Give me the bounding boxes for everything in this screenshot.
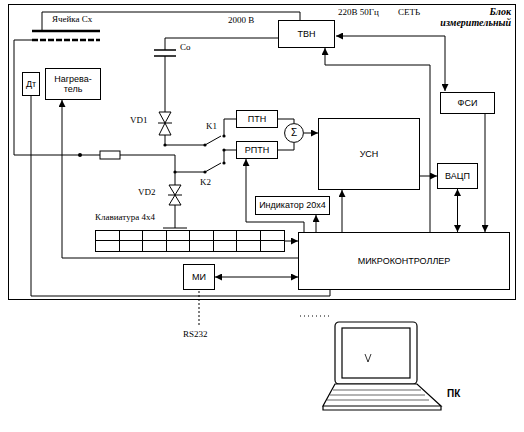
node-text: УСН bbox=[360, 149, 379, 159]
signal-connector bbox=[304, 133, 318, 134]
display-box: Индикатор 20х4 bbox=[255, 196, 330, 215]
key-cell bbox=[143, 241, 167, 251]
adc-box: ВАЦП bbox=[437, 163, 478, 189]
node-text: ФСИ bbox=[458, 98, 478, 108]
node-text: Нагрева- тель bbox=[48, 74, 98, 95]
signal-connector bbox=[457, 189, 458, 232]
node-text: ВАЦП bbox=[445, 171, 470, 181]
signal-connector bbox=[342, 190, 343, 232]
keypad-keys bbox=[95, 230, 285, 252]
cell-label: Ячейка Сх bbox=[52, 15, 92, 25]
signal-connector bbox=[215, 277, 298, 278]
signal-connector bbox=[31, 96, 330, 296]
key-cell bbox=[120, 231, 144, 241]
key-cell bbox=[237, 241, 261, 251]
key-cell bbox=[167, 231, 191, 241]
key-cell bbox=[120, 241, 144, 251]
node-text: Σ bbox=[291, 127, 297, 139]
key-cell bbox=[214, 241, 238, 251]
node-text: Индикатор 20х4 bbox=[259, 200, 326, 210]
voltage-label: 2000 В bbox=[228, 16, 254, 26]
key-cell bbox=[261, 231, 285, 241]
capacitor-label: Cо bbox=[180, 43, 191, 53]
laptop-drawing bbox=[315, 318, 475, 418]
diode-label: VD2 bbox=[138, 188, 156, 198]
keypad-grid: Клавиатура 4х4 bbox=[95, 210, 285, 252]
key-cell bbox=[214, 231, 238, 241]
node-text: Клавиатура 4х4 bbox=[95, 212, 155, 222]
signal-connector bbox=[316, 215, 317, 232]
signal-connector bbox=[62, 100, 298, 258]
node-text: ПК bbox=[447, 388, 460, 399]
key-cell bbox=[96, 231, 120, 241]
mains-label: 220В 50Гц bbox=[338, 8, 379, 18]
relay-label: K1 bbox=[206, 122, 217, 132]
hv-transformer-box: ТВН bbox=[278, 20, 335, 48]
microcontroller-box: МИКРОКОНТРОЛЛЕР bbox=[298, 232, 510, 290]
key-cell bbox=[237, 231, 261, 241]
signal-connector bbox=[278, 143, 294, 150]
interface-box: МИ bbox=[183, 264, 215, 290]
key-cell bbox=[190, 231, 214, 241]
mains-label: СЕТЬ bbox=[398, 8, 420, 18]
node-text: ТВН bbox=[298, 29, 316, 39]
node-text: Дт bbox=[26, 79, 36, 89]
node-text: МИ bbox=[192, 272, 206, 282]
diode-label: VD1 bbox=[130, 116, 148, 126]
key-cell bbox=[167, 241, 191, 251]
amplifier-box: УСН bbox=[318, 118, 420, 190]
key-cell bbox=[96, 241, 120, 251]
key-cell bbox=[143, 231, 167, 241]
pulse-shaper-box: ФСИ bbox=[440, 92, 495, 114]
signal-connector bbox=[420, 176, 437, 177]
measuring-unit-frame: Блок измерительныйДт Нагрева- тель ТВН ФСИ П… bbox=[8, 4, 516, 300]
heater-box: Нагрева- тель bbox=[45, 68, 101, 100]
computer-laptop: ПК bbox=[315, 318, 475, 418]
signal-connector bbox=[285, 241, 298, 242]
voltage-converter-box: ПТН bbox=[236, 110, 278, 128]
summator-circle: Σ bbox=[284, 123, 304, 143]
temperature-sensor-box: Дт bbox=[22, 72, 40, 96]
key-cell bbox=[261, 241, 285, 251]
key-cell bbox=[190, 241, 214, 251]
signal-connector bbox=[485, 114, 486, 232]
programmable-converter-box: РПТН bbox=[236, 141, 278, 159]
signal-connector bbox=[278, 119, 294, 123]
node-text: РПТН bbox=[245, 145, 269, 155]
node-text: ПТН bbox=[248, 114, 266, 124]
relay-label: K2 bbox=[200, 178, 211, 188]
interface-label: RS232 bbox=[183, 330, 208, 340]
node-text: Блок измерительный bbox=[433, 6, 511, 28]
node-text: МИКРОКОНТРОЛЛЕР bbox=[358, 256, 451, 266]
